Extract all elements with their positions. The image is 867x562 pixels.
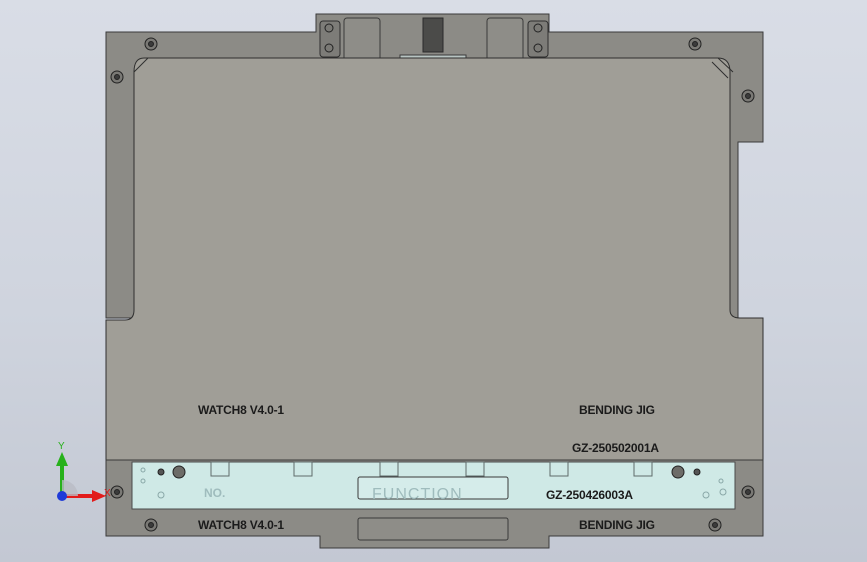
label-top-right: BENDING JIG	[579, 403, 655, 417]
insert-no-label: NO.	[204, 486, 226, 500]
insert-dot-right	[693, 468, 701, 476]
top-center-block	[422, 17, 444, 53]
label-top-left: WATCH8 V4.0-1	[198, 403, 284, 417]
part-number-lower: GZ-250426003A	[546, 488, 633, 502]
corner-edge-tr	[711, 57, 734, 79]
insert-function-label: FUNCTION	[372, 486, 463, 503]
hinge-right	[527, 20, 549, 58]
insert-tabs	[210, 461, 653, 477]
screw-icons	[110, 23, 755, 532]
function-label-frame	[357, 476, 509, 500]
label-bottom-left: WATCH8 V4.0-1	[198, 518, 284, 532]
coordinate-triad-icon	[56, 452, 106, 502]
insert-small-holes	[140, 467, 727, 499]
bottom-slot	[357, 517, 509, 541]
main-plate	[105, 57, 764, 461]
insert-pin-left	[172, 465, 186, 479]
part-number-upper: GZ-250502001A	[572, 441, 659, 455]
insert-pin-right	[671, 465, 685, 479]
label-bottom-right: BENDING JIG	[579, 518, 655, 532]
corner-edge-tl	[133, 57, 149, 73]
insert-dot-left	[157, 468, 165, 476]
triad-x-label: X	[104, 488, 111, 499]
triad-y-label: Y	[58, 441, 65, 452]
